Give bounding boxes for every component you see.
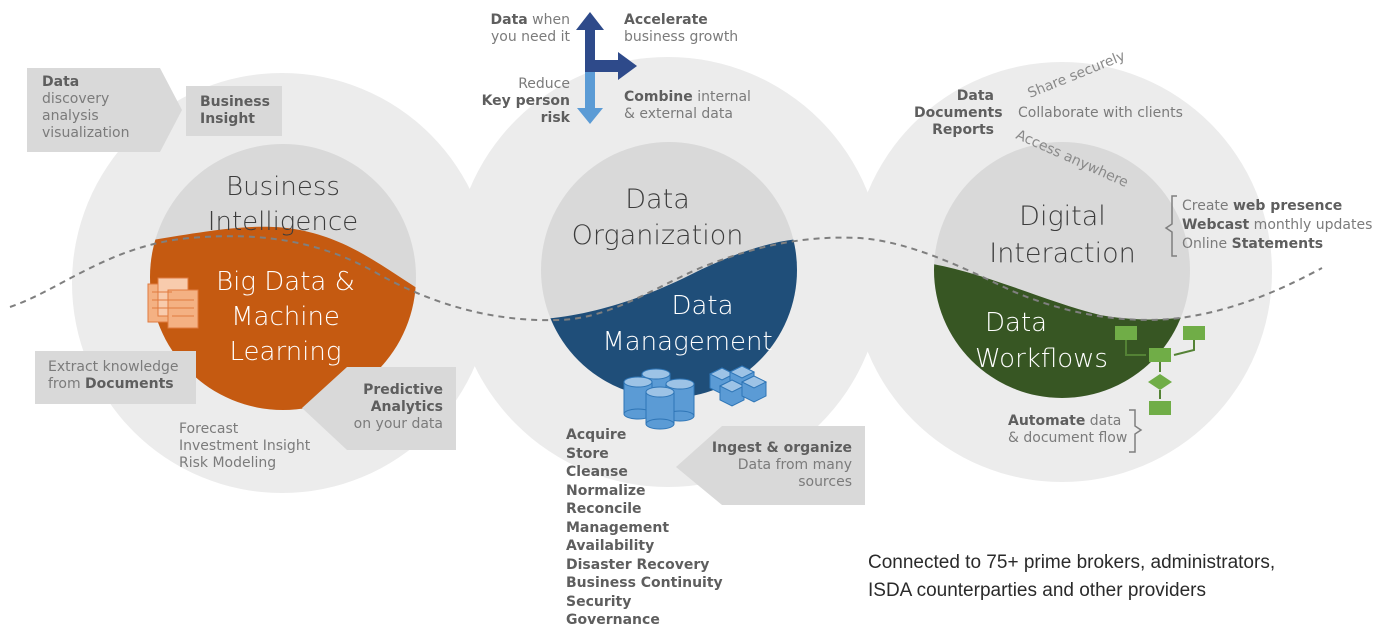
ingest-organize-text: Ingest & organize Data from many sources xyxy=(711,440,852,490)
bracket-digital-list xyxy=(1164,195,1177,257)
arrow-up-head xyxy=(576,12,604,30)
dashed-wave-line xyxy=(9,235,1323,322)
callout-business-insight xyxy=(186,86,282,136)
callout-predictive-analytics xyxy=(302,367,456,450)
callout-data-discovery-text: Data discovery analysis visualization xyxy=(42,74,130,141)
data-management-title: Data Management xyxy=(602,291,773,357)
predictive-analytics-text: Predictive Analytics on your data xyxy=(353,382,443,432)
data-documents-reports: Data Documents Reports xyxy=(914,88,1003,138)
data-organization-title: Data Organization xyxy=(571,184,744,251)
collaborate-text: Collaborate with clients xyxy=(1018,105,1183,121)
combine-data: Combine internal & external data xyxy=(624,89,751,122)
data-workflows-title: Data Workflows xyxy=(975,308,1108,374)
callout-data-discovery xyxy=(27,68,182,152)
connected-providers-note: Connected to 75+ prime brokers, administ… xyxy=(868,552,1276,601)
automate-text: Automate data & document flow xyxy=(1008,413,1128,446)
accelerate-growth: Accelerate business growth xyxy=(624,12,739,45)
arrow-down-icon xyxy=(585,72,595,112)
data-org-capabilities-list: Acquire Store Cleanse Normalize Reconcil… xyxy=(566,427,723,628)
database-cylinders-icon xyxy=(623,368,695,430)
big-data-ml-title: Big Data & Machine Learning xyxy=(216,267,355,367)
arrow-right-head xyxy=(618,52,637,80)
callout-extract-knowledge xyxy=(35,351,196,404)
reduce-key-person-risk: Reduce Key person risk xyxy=(481,76,570,126)
data-when-needed: Data when you need it xyxy=(490,12,570,45)
digital-interaction-title: Digital Interaction xyxy=(989,201,1136,269)
documents-icon xyxy=(147,277,199,329)
bracket-automate xyxy=(1129,409,1143,453)
arrow-up-icon xyxy=(585,28,595,70)
arrow-down-head xyxy=(577,108,603,124)
do-mgmt-fill xyxy=(541,238,797,398)
cubes-icon xyxy=(708,365,768,407)
business-insight-text: Business Insight xyxy=(200,94,270,127)
workflow-diagram-icon xyxy=(1115,326,1205,415)
digital-presence-list: Create web presence Webcast monthly upda… xyxy=(1182,198,1373,252)
business-intelligence-title: Business Intelligence xyxy=(207,172,359,237)
forecast-list: Forecast Investment Insight Risk Modelin… xyxy=(179,421,311,471)
arrow-right-icon xyxy=(585,60,620,72)
extract-knowledge-text: Extract knowledge from Documents xyxy=(48,359,179,392)
di-workflow-fill xyxy=(934,262,1190,398)
callout-ingest-organize xyxy=(676,426,865,505)
